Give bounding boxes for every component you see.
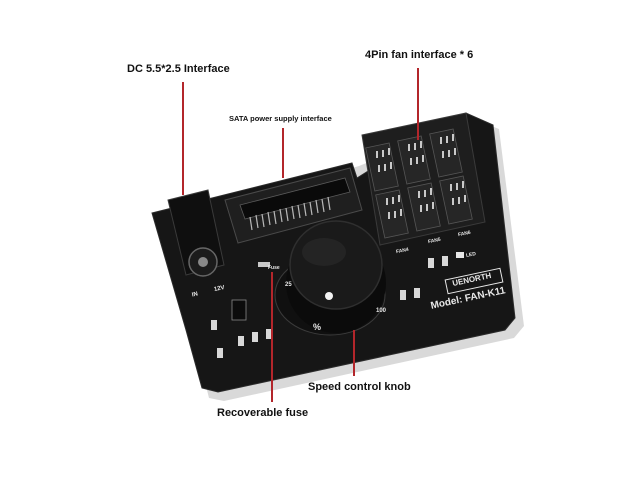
smd-7 — [414, 288, 420, 298]
fan-connector-3 — [429, 128, 463, 178]
fan-connector-6 — [439, 175, 473, 225]
smd-9 — [442, 256, 448, 266]
percent-mark: % — [313, 322, 322, 332]
led — [456, 252, 464, 258]
callout-dc-interface: DC 5.5*2.5 Interface — [127, 63, 230, 75]
ic-chip — [231, 299, 247, 321]
knob-indicator-dot — [325, 292, 333, 300]
in-mark: IN — [191, 291, 199, 299]
brand-box — [444, 267, 504, 295]
smd-1 — [211, 320, 217, 330]
smd-components — [211, 252, 504, 358]
fan-connector-4 — [375, 189, 409, 239]
smd-3 — [252, 332, 258, 342]
callout-recoverable-fuse: Recoverable fuse — [217, 407, 309, 419]
fan-connectors — [365, 128, 473, 239]
smd-4 — [266, 329, 272, 339]
smd-6 — [400, 290, 406, 300]
mark-25: 25 — [285, 282, 292, 288]
speed-knob-highlight — [302, 238, 346, 266]
sata-contacts — [249, 196, 331, 231]
fan-connector-5 — [407, 182, 441, 232]
fuse-component — [258, 262, 270, 267]
callout-lines — [182, 68, 419, 402]
callout-sata-interface: SATA power supply interface — [229, 114, 332, 123]
fuse-mark: Fuse — [268, 265, 280, 271]
dc-jack-pin — [198, 257, 208, 267]
mark-100: 100 — [376, 308, 387, 314]
sata-slot — [239, 177, 351, 220]
speed-knob — [289, 220, 383, 310]
smd-2 — [238, 336, 244, 346]
smd-8 — [428, 258, 434, 268]
fan-connector-1 — [365, 142, 399, 192]
callout-speed-knob: Speed control knob — [308, 381, 411, 393]
fan-pins — [376, 134, 466, 219]
callout-fan-interface: 4Pin fan interface * 6 — [365, 49, 474, 61]
fan-connector-2 — [397, 135, 431, 185]
smd-5 — [217, 348, 223, 358]
